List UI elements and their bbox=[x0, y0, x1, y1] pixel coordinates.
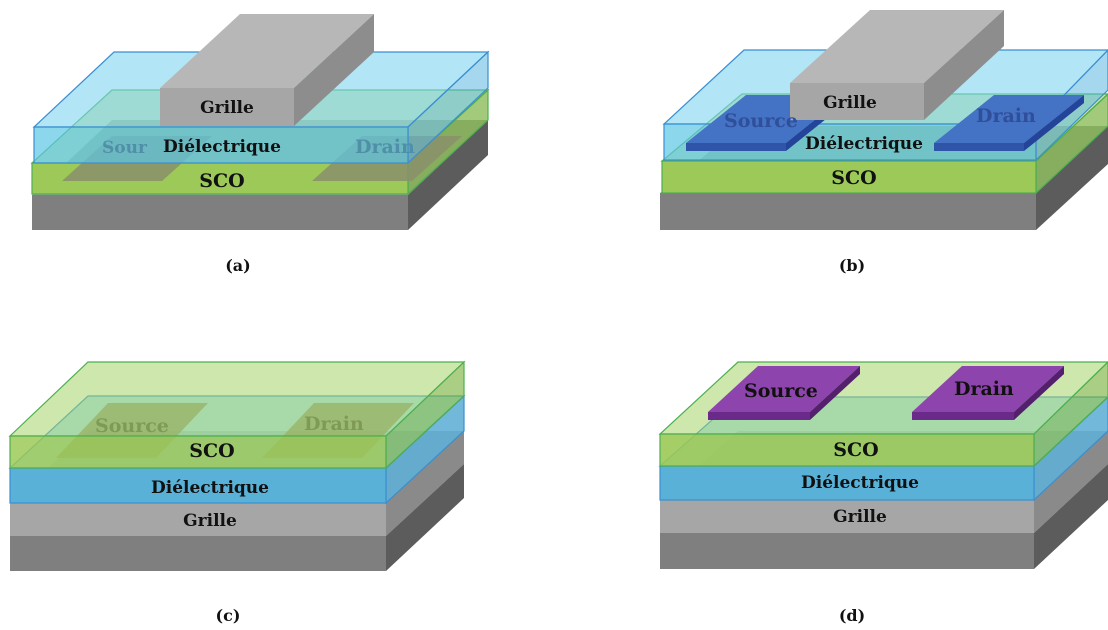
panel-a-grille-label: Grille bbox=[200, 98, 254, 118]
panel-b-dielectrique-label: Diélectrique bbox=[805, 134, 923, 154]
caption-b: (b) bbox=[839, 256, 865, 275]
panel-c-sco-layer bbox=[8, 360, 466, 470]
panel-d: Source Drain SCO Diélectrique Grille (d) bbox=[658, 361, 1108, 625]
panel-d-grille-label: Grille bbox=[833, 507, 887, 527]
panel-c-grille-label: Grille bbox=[183, 511, 237, 531]
panel-a-drain-label: Drain bbox=[355, 136, 415, 158]
panel-d-source-electrode bbox=[708, 366, 860, 420]
panel-a-sco-label: SCO bbox=[199, 170, 244, 192]
panel-d-sco-label: SCO bbox=[833, 439, 878, 461]
panel-c-drain-label: Drain bbox=[304, 413, 364, 435]
panel-d-drain-electrode bbox=[912, 366, 1064, 420]
panel-a-dielectrique-label: Diélectrique bbox=[163, 137, 281, 157]
panel-d-drain-label: Drain bbox=[954, 378, 1014, 400]
panel-a-gate-block bbox=[160, 14, 374, 126]
panel-c: Source Drain SCO Diélectrique Grille (c) bbox=[8, 360, 466, 625]
caption-c: (c) bbox=[216, 606, 241, 625]
panel-b-drain-label: Drain bbox=[976, 105, 1036, 127]
panel-d-dielectrique-label: Diélectrique bbox=[801, 473, 919, 493]
panel-c-source-label: Source bbox=[95, 415, 169, 437]
panel-b-drain-electrode bbox=[934, 95, 1084, 151]
panel-c-sco-label: SCO bbox=[189, 440, 234, 462]
panel-a-source-label: Sour bbox=[102, 138, 148, 158]
caption-a: (a) bbox=[225, 256, 251, 275]
panel-b-source-label: Source bbox=[724, 110, 798, 132]
panel-b-sco-label: SCO bbox=[831, 167, 876, 189]
panel-a: Grille Sour Diélectrique Drain SCO (a) bbox=[30, 14, 490, 275]
panel-b: Grille Source Drain Diélectrique SCO (b) bbox=[660, 10, 1108, 275]
panel-b-gate-block bbox=[790, 10, 1004, 120]
panel-c-dielectrique-label: Diélectrique bbox=[151, 478, 269, 498]
panel-b-grille-label: Grille bbox=[823, 93, 877, 113]
panel-d-source-label: Source bbox=[744, 380, 818, 402]
caption-d: (d) bbox=[839, 606, 865, 625]
